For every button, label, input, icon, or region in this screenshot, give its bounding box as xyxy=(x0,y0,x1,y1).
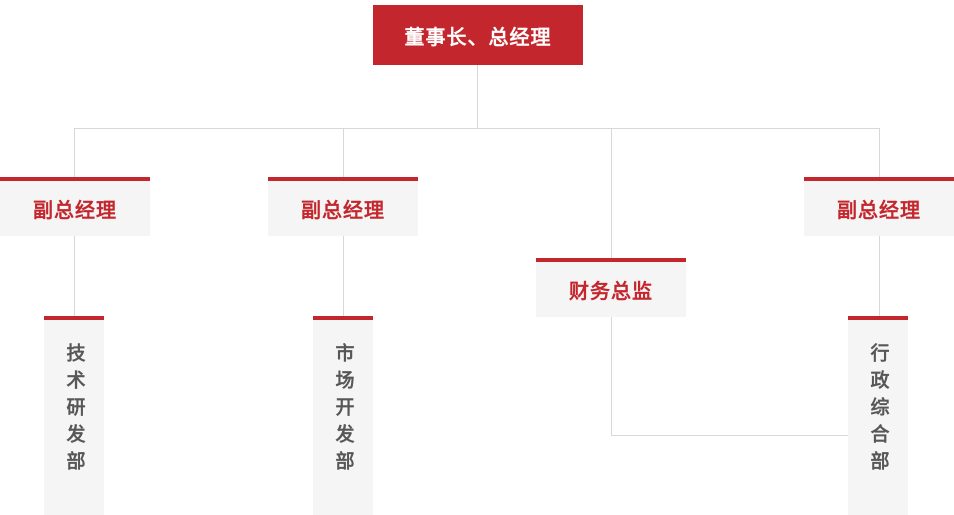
connector-drop-deputy-3 xyxy=(879,128,880,177)
org-node-label: 市场开发部 xyxy=(332,343,354,478)
org-node-label: 副总经理 xyxy=(33,200,117,222)
connector-drop-deputy-2 xyxy=(343,128,344,177)
org-node-deputy-gm-1: 副总经理 xyxy=(0,177,150,236)
org-node-label: 财务总监 xyxy=(569,281,653,303)
org-node-label: 行政综合部 xyxy=(867,343,889,478)
connector-drop-cfo xyxy=(611,128,612,258)
connector-deputy2-dept xyxy=(343,236,344,316)
org-node-label: 副总经理 xyxy=(301,200,385,222)
org-node-deputy-gm-2: 副总经理 xyxy=(268,177,418,236)
connector-root-stem xyxy=(477,65,478,128)
connector-cfo-horizontal xyxy=(611,435,848,436)
connector-cfo-vertical xyxy=(611,317,612,435)
org-node-label: 技术研发部 xyxy=(63,343,85,478)
org-node-deputy-gm-3: 副总经理 xyxy=(804,177,954,236)
org-node-label: 副总经理 xyxy=(837,200,921,222)
connector-deputy1-dept xyxy=(74,236,75,316)
org-node-dept-admin-general: 行政综合部 xyxy=(848,316,908,515)
org-node-dept-tech-rd: 技术研发部 xyxy=(44,316,104,515)
org-node-dept-market-dev: 市场开发部 xyxy=(313,316,373,515)
connector-drop-deputy-1 xyxy=(74,128,75,177)
org-node-finance-director: 财务总监 xyxy=(536,258,686,317)
connector-main-horizontal xyxy=(74,128,880,129)
connector-deputy3-dept xyxy=(879,236,880,316)
org-node-chairman-general-manager: 董事长、总经理 xyxy=(373,5,583,65)
